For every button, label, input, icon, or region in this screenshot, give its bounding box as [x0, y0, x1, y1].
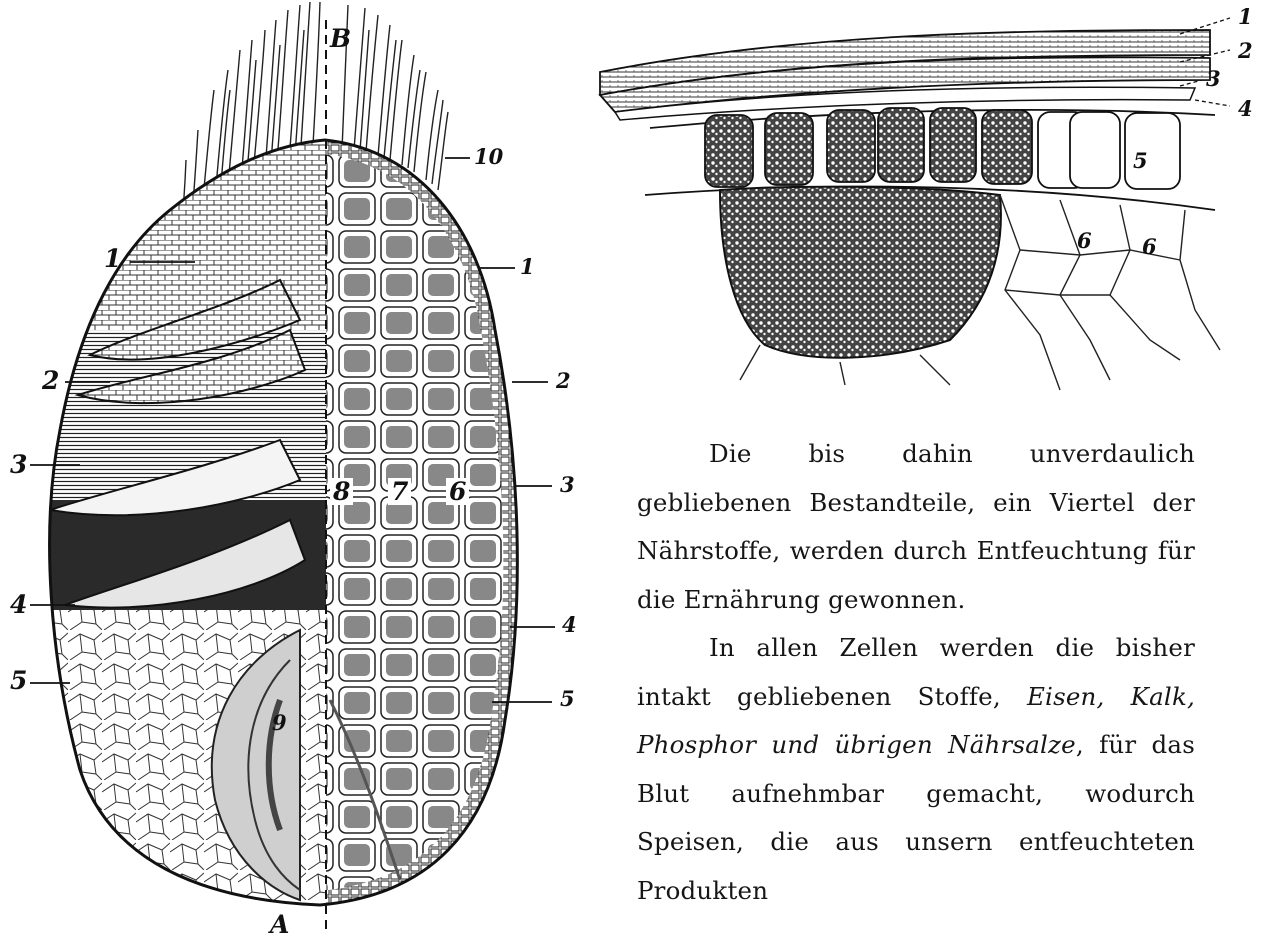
axis-label-b: B	[330, 26, 351, 51]
label-7: 7	[388, 478, 411, 505]
tissue-layers-figure	[590, 0, 1240, 400]
grain-cross-section-figure	[0, 0, 640, 940]
label-right-4: 4	[562, 614, 577, 635]
label-6: 6	[446, 478, 469, 505]
tissue-label-6b: 6	[1142, 236, 1157, 257]
label-right-2: 2	[556, 370, 571, 391]
tissue-label-6a: 6	[1077, 230, 1092, 251]
label-left-3: 3	[10, 452, 27, 477]
tissue-label-2: 2	[1238, 40, 1253, 61]
label-left-1: 1	[104, 246, 121, 271]
label-10: 10	[474, 146, 503, 167]
tissue-label-4: 4	[1238, 98, 1253, 119]
label-right-1: 1	[520, 256, 535, 277]
tissue-label-1: 1	[1238, 6, 1253, 27]
label-right-3: 3	[560, 474, 575, 495]
label-right-5: 5	[560, 688, 575, 709]
label-left-4: 4	[10, 592, 27, 617]
axis-label-a: A	[270, 912, 289, 937]
body-text: Die bis dahin unverdaulich gebliebenen B…	[637, 430, 1195, 915]
paragraph-2: In allen Zellen werden die bisher intakt…	[637, 624, 1195, 915]
tissue-label-5: 5	[1133, 150, 1148, 171]
label-8: 8	[330, 478, 353, 505]
label-left-2: 2	[42, 368, 59, 393]
paragraph-1: Die bis dahin unverdaulich gebliebenen B…	[637, 430, 1195, 624]
tissue-label-3: 3	[1206, 68, 1221, 89]
label-9: 9	[272, 712, 287, 733]
label-left-5: 5	[10, 668, 27, 693]
